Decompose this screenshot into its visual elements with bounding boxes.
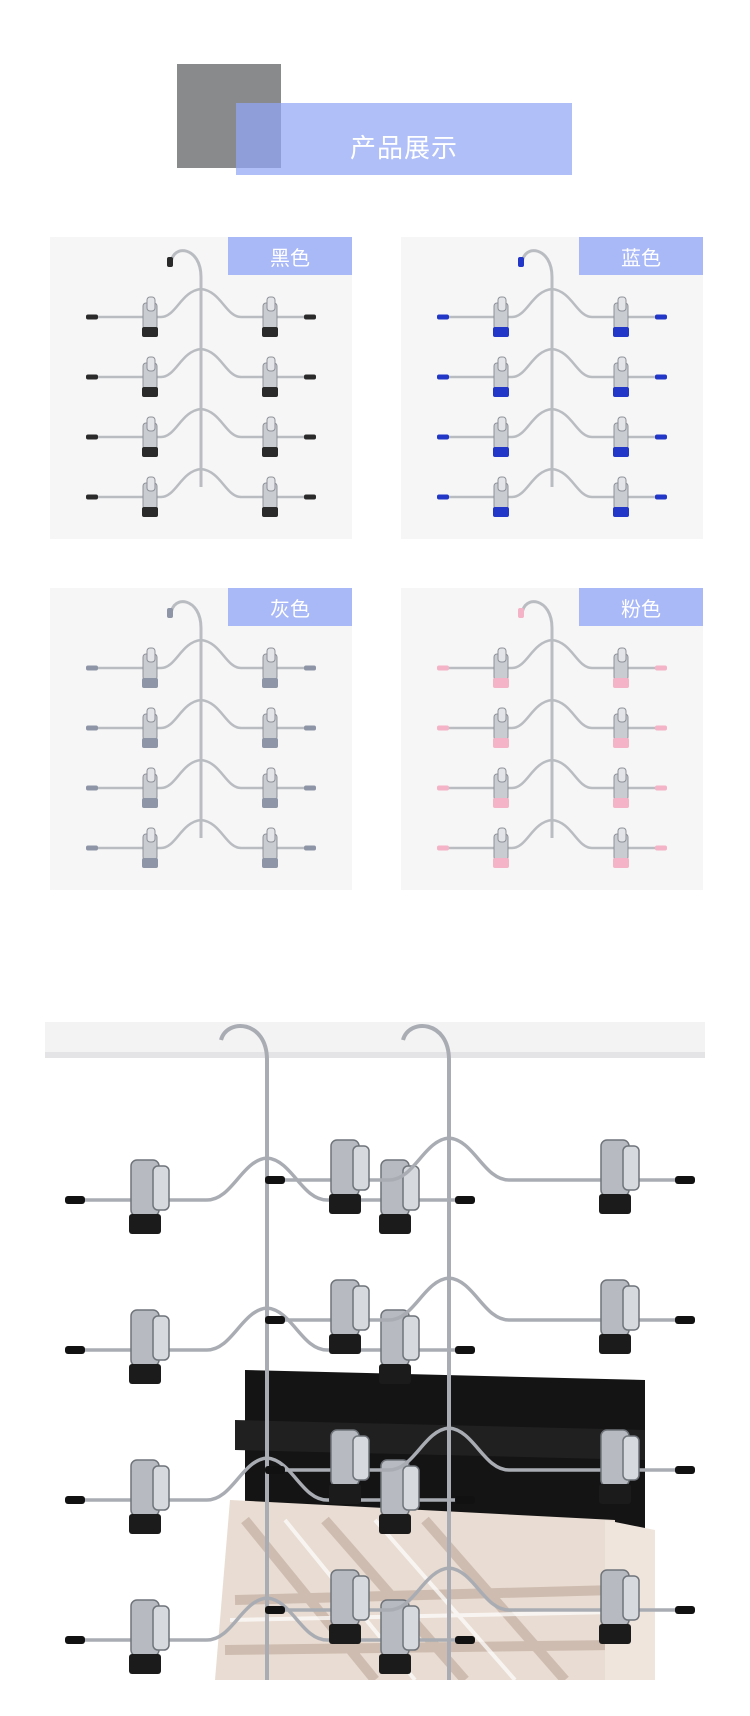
- variant-label: 灰色: [228, 588, 352, 626]
- section-title: 产品展示: [349, 134, 458, 164]
- hanger-blue-image: [437, 249, 667, 517]
- hanger-photo-image: [45, 1022, 705, 1680]
- product-photo: [45, 1000, 705, 1680]
- variant-label: 黑色: [228, 237, 352, 275]
- variant-card-gray[interactable]: 灰色: [50, 588, 352, 890]
- header-blue-block: [236, 103, 572, 175]
- hanger-pink-image: [437, 600, 667, 868]
- hanger-black-image: [86, 249, 316, 517]
- variant-label: 蓝色: [579, 237, 703, 275]
- variant-card-blue[interactable]: 蓝色: [401, 237, 703, 539]
- section-header: 产品展示: [0, 0, 750, 200]
- variant-card-black[interactable]: 黑色: [50, 237, 352, 539]
- variant-card-pink[interactable]: 粉色: [401, 588, 703, 890]
- variant-label: 粉色: [579, 588, 703, 626]
- hanger-gray-image: [86, 600, 316, 868]
